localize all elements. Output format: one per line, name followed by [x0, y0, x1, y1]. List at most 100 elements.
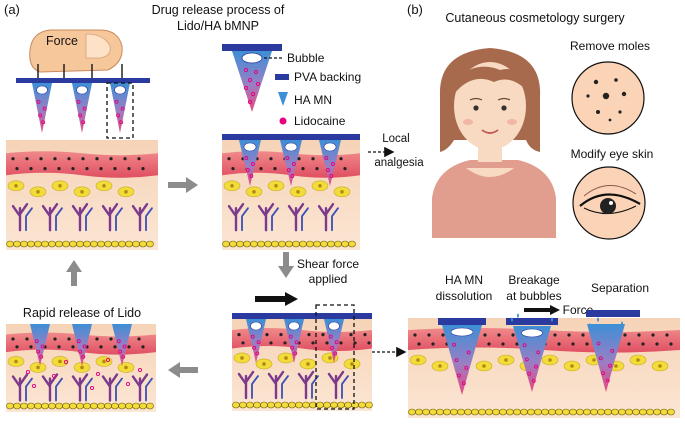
- blood-vessel: [25, 207, 33, 232]
- blood-vessel: [257, 203, 275, 232]
- highlight-box-1: [106, 82, 134, 139]
- cell-nucleus: [581, 333, 585, 337]
- bead: [548, 408, 556, 416]
- bead: [27, 240, 35, 248]
- fat-nucleus: [438, 364, 442, 368]
- bead: [471, 408, 479, 416]
- fat-nucleus: [274, 184, 278, 188]
- microneedle: [513, 326, 551, 392]
- bead: [667, 408, 675, 416]
- microneedle-array-4: [25, 324, 143, 391]
- fat-nucleus: [658, 364, 662, 368]
- lidocaine-dot: [119, 120, 124, 125]
- cell-nucleus: [343, 167, 347, 171]
- bead: [83, 402, 91, 410]
- cell-nucleus: [11, 157, 15, 161]
- lidocaine-dot: [78, 349, 83, 354]
- cell-nucleus: [311, 341, 315, 345]
- blood-vessel: [327, 370, 345, 400]
- cell-nucleus: [585, 342, 589, 346]
- bubble: [450, 327, 474, 337]
- bead: [118, 402, 126, 410]
- bead: [239, 401, 247, 409]
- lidocaine-dot: [120, 106, 125, 111]
- woman-illustration: [432, 48, 556, 238]
- bead: [457, 408, 465, 416]
- flow-arrow-up: [66, 260, 82, 286]
- lidocaine-dot: [452, 342, 457, 347]
- bead: [139, 240, 147, 248]
- lidocaine-dot: [598, 356, 603, 361]
- lidocaine-dot: [605, 378, 610, 383]
- bead: [344, 401, 352, 409]
- blood-vessel: [131, 373, 149, 402]
- breakage-line2: at bubbles: [506, 289, 561, 303]
- cell-nucleus: [29, 167, 33, 171]
- cell-nucleus: [123, 157, 127, 161]
- bead: [90, 402, 98, 410]
- cell-nucleus: [57, 167, 61, 171]
- cell-nucleus: [43, 167, 47, 171]
- bead: [232, 401, 240, 409]
- bead: [365, 401, 373, 409]
- lidocaine-dot: [81, 120, 86, 125]
- microneedle: [587, 324, 625, 392]
- bead: [41, 402, 49, 410]
- bead: [278, 240, 286, 248]
- lidocaine-dot: [325, 168, 330, 172]
- panel-label-a: (a): [4, 2, 20, 17]
- pva-backing-2: [222, 134, 360, 140]
- released-lidocaine: [125, 381, 131, 387]
- cell-nucleus: [81, 157, 85, 161]
- cell-nucleus: [571, 342, 575, 346]
- microneedle: [442, 325, 482, 395]
- fat-nucleus: [340, 190, 344, 194]
- fat-nucleus: [328, 356, 332, 360]
- lidocaine-dot: [291, 162, 296, 166]
- lidocaine-dot: [82, 106, 87, 111]
- microneedle: [319, 140, 341, 186]
- bead: [632, 408, 640, 416]
- bead: [20, 402, 28, 410]
- cell-nucleus: [315, 167, 319, 171]
- cell-nucleus: [99, 167, 103, 171]
- cell-nucleus: [137, 157, 141, 161]
- bead: [55, 240, 63, 248]
- bead: [611, 408, 619, 416]
- blood-vessel: [145, 207, 153, 232]
- bead: [408, 408, 416, 416]
- lidocaine-dot: [40, 344, 45, 349]
- cell-nucleus: [269, 157, 273, 161]
- bead: [139, 402, 147, 410]
- cell-nucleus: [553, 333, 557, 337]
- blood-vessel: [71, 203, 89, 232]
- fat-nucleus: [592, 358, 596, 362]
- bead: [590, 408, 598, 416]
- cell-nucleus: [325, 341, 329, 345]
- pva-backing-piece: [506, 318, 558, 325]
- cell-nucleus: [339, 157, 343, 161]
- cell-nucleus: [109, 337, 113, 341]
- cell-nucleus: [363, 333, 367, 337]
- microneedle: [280, 140, 302, 186]
- cell-nucleus: [113, 167, 117, 171]
- figure-title-line2: Lido/HA bMNP: [177, 19, 259, 33]
- bead: [646, 408, 654, 416]
- cell-nucleus: [321, 333, 325, 337]
- blood-vessel: [251, 375, 259, 399]
- cell-nucleus: [53, 157, 57, 161]
- bead: [104, 402, 112, 410]
- fat-nucleus: [58, 184, 62, 188]
- bead: [34, 402, 42, 410]
- lidocaine-dot: [286, 168, 291, 172]
- cell-nucleus: [283, 341, 287, 345]
- released-lidocaine: [137, 367, 143, 373]
- bead: [555, 408, 563, 416]
- bead: [422, 408, 430, 416]
- bead: [520, 408, 528, 416]
- blood-vessel: [25, 377, 33, 402]
- bead: [257, 240, 265, 248]
- cell-nucleus: [227, 157, 231, 161]
- bead: [76, 240, 84, 248]
- bead: [146, 402, 154, 410]
